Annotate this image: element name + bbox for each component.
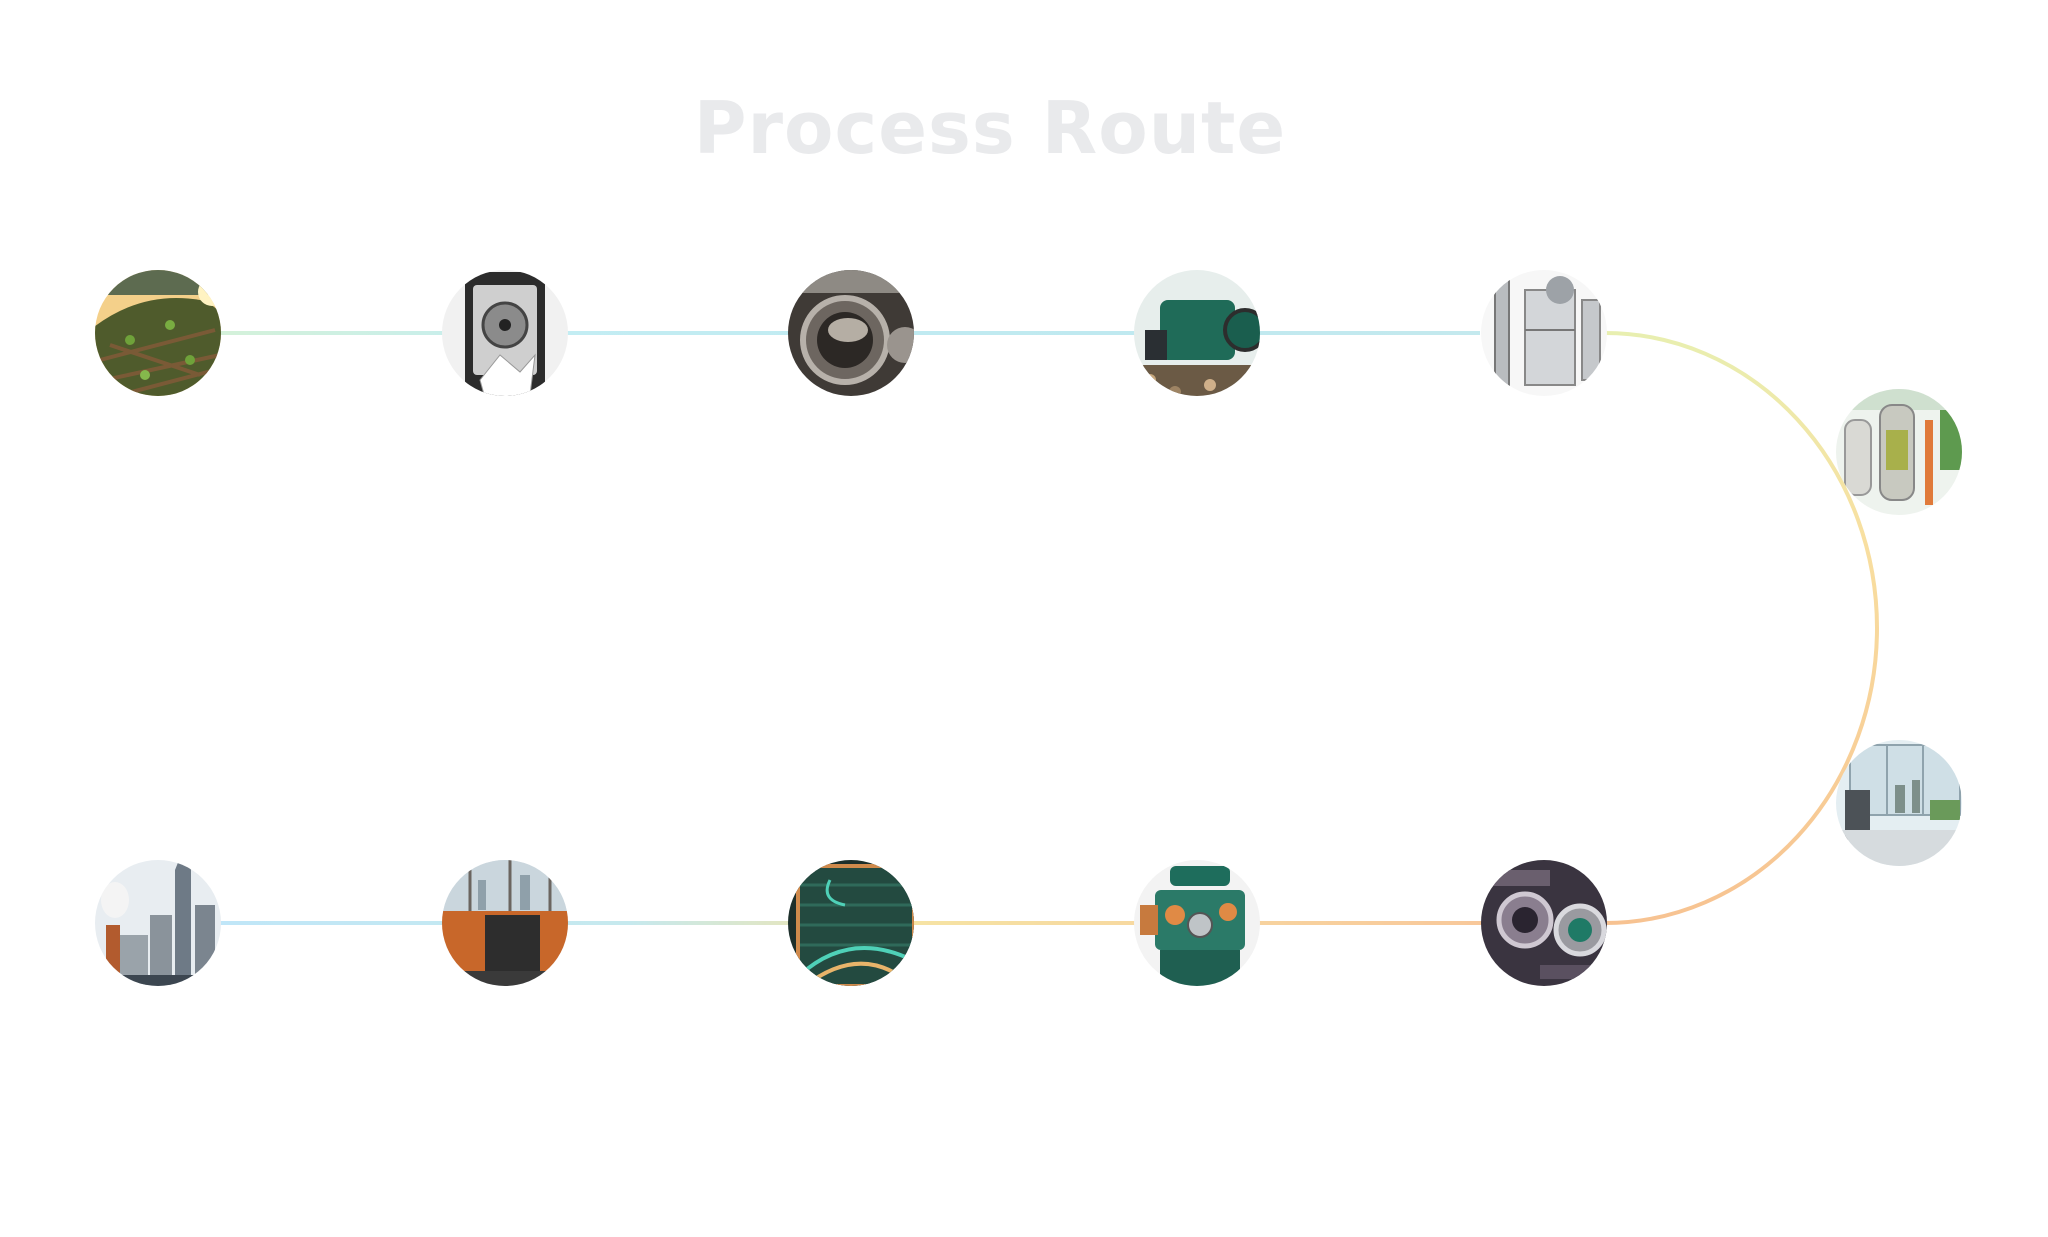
city-grid-icon[interactable]: [90, 850, 230, 996]
battery-storage-icon[interactable]: [440, 856, 580, 996]
gas-cleaning-lab-icon[interactable]: [1833, 736, 1973, 876]
pellet-mill-icon[interactable]: [1130, 265, 1270, 405]
dosing-system-icon[interactable]: [1478, 265, 1618, 405]
pipe-fittings-icon[interactable]: [1478, 856, 1618, 996]
heat-exchanger-icon[interactable]: [785, 856, 925, 996]
dryer-icon[interactable]: [785, 265, 925, 405]
gasifier-icon[interactable]: [1833, 385, 1973, 525]
shredder-icon[interactable]: [440, 265, 580, 405]
route-line-arc: [1604, 331, 1879, 925]
biomass-pile-icon[interactable]: [90, 265, 230, 405]
gas-engine-icon[interactable]: [1130, 856, 1270, 996]
page-title: Process Route: [693, 86, 1287, 170]
